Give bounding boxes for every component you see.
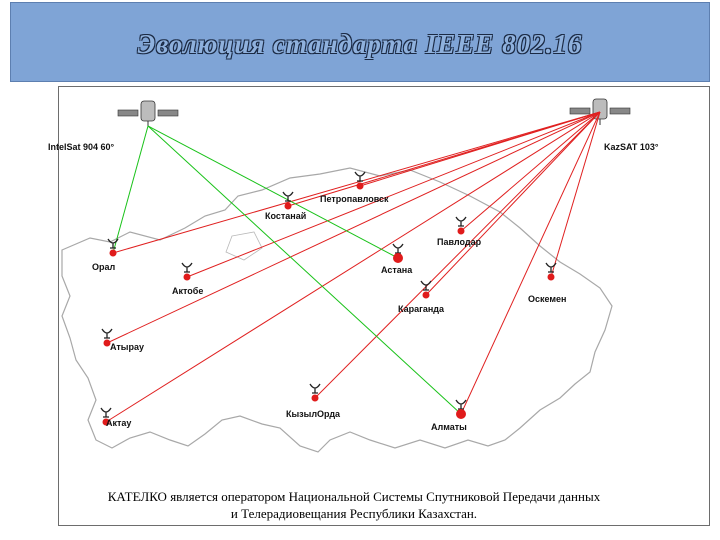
kazsat-link-almaty [460, 111, 601, 415]
city-dot [109, 249, 117, 257]
kazsat-link-pavlodar [460, 111, 601, 232]
city-karaganda: Караганда [398, 280, 445, 314]
intelsat-link-almaty [147, 125, 462, 415]
kazsat-link-kostanay [287, 111, 601, 207]
city-astana: Астана [381, 243, 413, 275]
antenna-icon [282, 191, 294, 202]
city-label: Атырау [110, 342, 144, 352]
satellite-label: KazSAT 103° [604, 142, 659, 152]
city-petropavlovsk: Петропавловск [320, 171, 389, 204]
city-kostanay: Костанай [265, 191, 306, 221]
city-dot [422, 291, 430, 299]
kazsat-link-kyzylorda [314, 111, 601, 399]
title-banner: Эволюция стандарта IEEE 802.16 [10, 2, 710, 82]
city-label: Актобе [172, 286, 203, 296]
city-label: КызылОрда [286, 409, 341, 419]
city-dot [183, 273, 191, 281]
city-dot [456, 409, 466, 419]
satellite-intelsat-icon [117, 100, 179, 127]
city-label: Костанай [265, 211, 306, 221]
page-title: Эволюция стандарта IEEE 802.16 [137, 29, 583, 59]
antenna-icon [545, 262, 557, 273]
antenna-icon [107, 238, 119, 249]
kazsat-link-aktau [105, 111, 601, 423]
kazsat-link-oskemen [550, 111, 601, 278]
city-dot [311, 394, 319, 402]
intelsat-link-oral [112, 125, 149, 254]
kazakhstan-outline [61, 167, 613, 453]
city-label: Павлодар [437, 237, 482, 247]
satellite-label: IntelSat 904 60° [48, 142, 115, 152]
city-oral: Орал [92, 238, 119, 272]
city-dot [103, 339, 111, 347]
city-dot [457, 227, 465, 235]
antenna-icon [392, 243, 404, 254]
city-dot [284, 202, 292, 210]
city-pavlodar: Павлодар [437, 216, 482, 247]
city-dot [547, 273, 555, 281]
city-label: Алматы [431, 422, 467, 432]
city-dot [356, 182, 364, 190]
kazsat-link-oral [112, 111, 601, 254]
antenna-icon [455, 399, 467, 410]
link-lines [105, 111, 601, 423]
map-frame [58, 86, 710, 526]
antenna-icon [101, 328, 113, 339]
antenna-icon [455, 216, 467, 227]
intelsat-link-astana [147, 125, 399, 259]
city-label: Караганда [398, 304, 445, 314]
city-almaty: Алматы [431, 399, 467, 432]
antenna-icon [420, 280, 432, 291]
antenna-icon [100, 407, 112, 418]
city-dot [102, 418, 110, 426]
caption: КАТЕЛКО является оператором Национальной… [58, 488, 650, 522]
city-label: Астана [381, 265, 413, 275]
kazsat-link-atyrau [106, 111, 601, 344]
city-aktobe: Актобе [172, 262, 203, 296]
kazsat-link-karaganda [425, 111, 601, 296]
caption-line: КАТЕЛКО является оператором Национальной… [107, 489, 601, 504]
city-label: Актау [106, 418, 131, 428]
antenna-icon [181, 262, 193, 273]
city-atyrau: Атырау [101, 328, 144, 352]
city-dot [393, 253, 403, 263]
city-label: Орал [92, 262, 116, 272]
antenna-icon [309, 383, 321, 394]
city-oskemen: Оскемен [528, 262, 567, 304]
caption-line: и Телерадиовещания Республики Казахстан. [230, 506, 478, 521]
city-aktau: Актау [100, 407, 131, 428]
city-label: Петропавловск [320, 194, 389, 204]
kazsat-link-aktobe [186, 111, 601, 278]
antenna-icon [354, 171, 366, 182]
city-kyzylorda: КызылОрда [286, 383, 341, 419]
city-label: Оскемен [528, 294, 567, 304]
